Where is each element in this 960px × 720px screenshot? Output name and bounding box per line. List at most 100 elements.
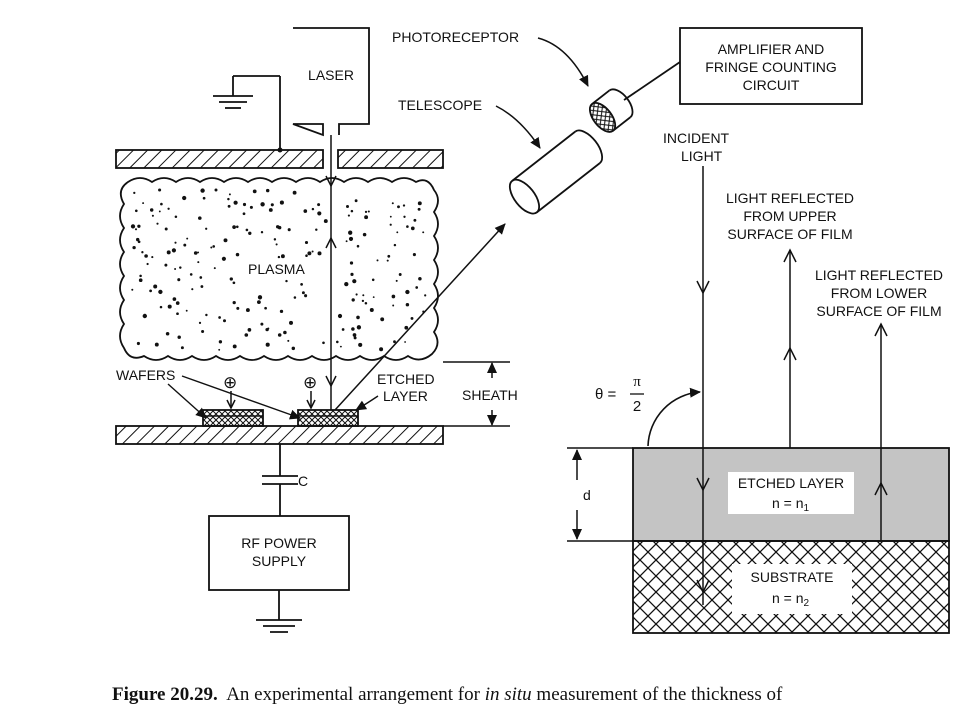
plasma-particle [404,341,406,343]
plasma-particle [229,277,233,281]
plasma-particle [353,336,357,340]
plasma-particle [265,342,270,347]
plasma-particle [242,212,246,216]
plasma-particle [268,208,273,212]
figure-number: Figure 20.29. [112,684,218,705]
plasma-particle [285,279,288,283]
plasma-particle [200,188,205,193]
plasma-particle [156,222,159,225]
plasma-particle [275,225,280,229]
plasma-particle [165,332,170,336]
plasma-particle [352,333,357,337]
plasma-particle [191,288,194,291]
plasma-particle [380,317,385,322]
plasma-cloud [119,177,439,361]
incident-light-label-1: INCIDENT [663,130,730,146]
top-electrode-left [115,149,324,169]
plasma-particle [164,227,168,231]
plasma-particle [174,268,177,270]
plasma-label: PLASMA [248,261,305,277]
plasma-particle [260,322,264,326]
plasma-particle [273,238,277,241]
plasma-particle [223,319,226,323]
plasma-particle [291,346,296,351]
plasma-particle [358,342,363,347]
etched-layer-label-2: LAYER [383,388,428,404]
plasma-particle [395,279,398,282]
n1-label: n = n1 [772,495,810,514]
reflected-upper-label-1: LIGHT REFLECTED [726,190,854,206]
plasma-particle [164,263,168,267]
plasma-particle [424,294,427,297]
plasma-particle [303,209,308,213]
plasma-particle [153,284,158,289]
plasma-particle [248,231,252,235]
n2-label: n = n2 [772,590,810,609]
plasma-particle [362,294,365,297]
plasma-particle [277,333,282,337]
plasma-particle [287,339,290,342]
plasma-particle [364,215,369,220]
photoreceptor-label: PHOTORECEPTOR [392,29,519,45]
plasma-particle [227,204,231,208]
laser-label: LASER [308,67,354,83]
plasma-particle [179,266,182,269]
plasma-particle [289,320,293,325]
substrate-label: SUBSTRATE [751,569,834,585]
plasma-particle [277,255,281,259]
plasma-particle [235,202,238,205]
plasma-particle [304,240,309,245]
bottom-electrode [115,425,444,445]
etched-layer-right-label: ETCHED LAYER [738,475,844,491]
plasma-particle [151,256,154,259]
ground-symbol-top [213,75,281,150]
plasma-particle [292,190,297,195]
plasma-particle [232,344,237,349]
ground-symbol-bottom [256,590,302,633]
plasma-particle [405,302,410,307]
plasma-particle [403,215,406,218]
plasma-particle [186,237,189,240]
plasma-particle [242,202,247,207]
plasma-particle [364,301,368,305]
plasma-particle [136,341,140,346]
plasma-particle [131,288,134,291]
plasma-particle [337,313,343,319]
plasma-particle [418,277,422,281]
plasma-particle [267,327,270,330]
plasma-particle [212,245,216,248]
plasma-particle [158,188,162,192]
plasma-particle [137,224,141,228]
plasma-particle [260,230,264,234]
plasma-particle [367,210,370,213]
plasma-particle [264,306,267,310]
plasma-particle [249,205,253,209]
plasma-particle [280,254,285,259]
plasma-particle [339,345,342,348]
plasma-particle [301,291,305,295]
plasma-particle [346,205,349,208]
plasma-particle [376,259,379,262]
plasma-particle [245,228,249,232]
plasma-particle [364,210,368,214]
plasma-particle [141,251,144,254]
plasma-particle [287,228,291,232]
plasma-particle [244,333,249,337]
plasma-particle [396,231,399,234]
reflected-upper-label-2: FROM UPPER [743,208,836,224]
plasma-particle [166,250,171,255]
wafers-label: WAFERS [116,367,175,383]
plasma-particle [245,308,250,313]
plasma-particle [132,245,136,250]
rf-power-label-1: RF POWER [241,535,316,551]
plasma-particle [371,278,375,282]
sheath-label: SHEATH [462,387,518,403]
plasma-particle [218,340,223,344]
capacitor-label: C [298,473,308,489]
plasma-particle [232,300,236,305]
plasma-particle [182,195,187,201]
telescope-label: TELESCOPE [398,97,482,113]
plasma-particle [252,189,257,194]
plasma-particle [356,244,360,248]
plasma-particle [369,308,374,312]
